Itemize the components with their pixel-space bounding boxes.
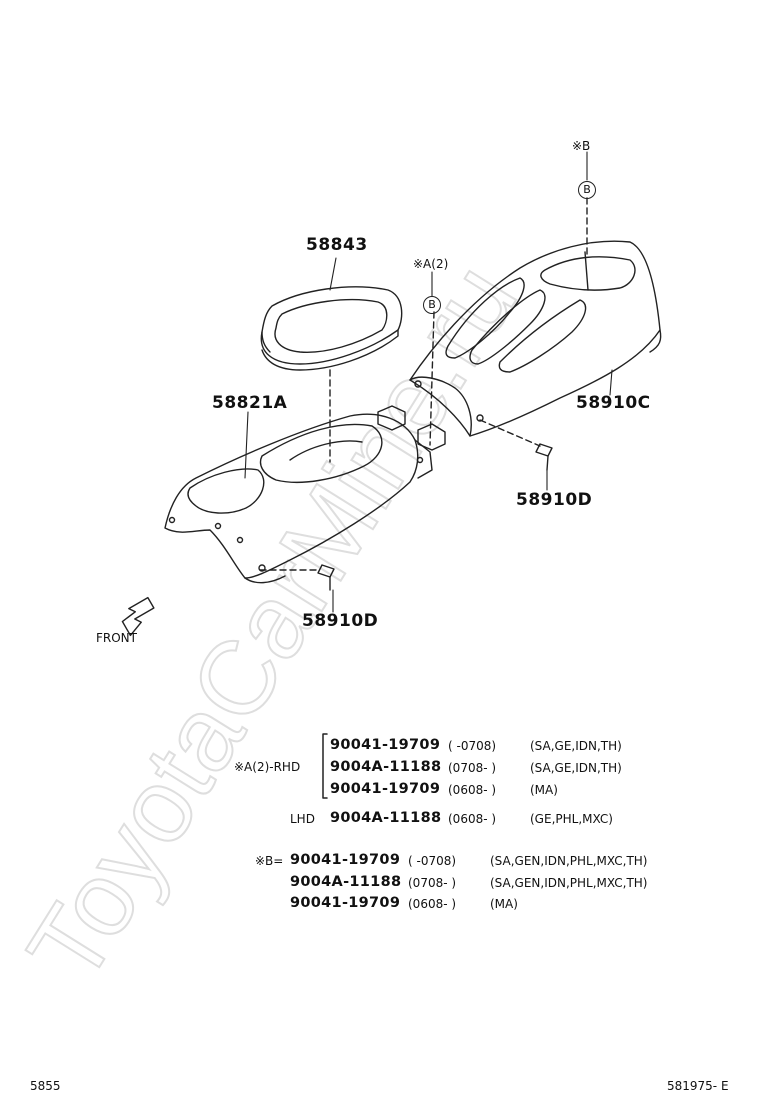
footer-right-code: 581975- E bbox=[667, 1079, 729, 1093]
row-a1-markets: (SA,GE,IDN,TH) bbox=[530, 739, 622, 753]
lhd-label: LHD bbox=[290, 812, 315, 826]
circle-b-middle: B bbox=[423, 296, 441, 314]
row-a2-markets: (SA,GE,IDN,TH) bbox=[530, 761, 622, 775]
screw-right bbox=[535, 443, 553, 471]
leader-lines bbox=[244, 151, 613, 613]
row-b2-range: (0708- ) bbox=[408, 876, 457, 890]
row-a2-code: 9004A-11188 bbox=[330, 759, 442, 775]
bezel-part-58843 bbox=[260, 286, 403, 371]
screw-left bbox=[317, 564, 335, 591]
lower-panel-part-58821A bbox=[164, 405, 446, 584]
front-arrow-icon bbox=[121, 596, 155, 637]
row-b1-code: 90041-19709 bbox=[290, 852, 401, 868]
upper-box-part-58910C bbox=[409, 240, 662, 437]
row-lhd-range: (0608- ) bbox=[448, 812, 497, 826]
row-a1-range: ( -0708) bbox=[448, 739, 497, 753]
row-lhd-markets: (GE,PHL,MXC) bbox=[530, 812, 613, 826]
row-a3-markets: (MA) bbox=[530, 783, 558, 797]
callout-58843: 58843 bbox=[306, 235, 368, 255]
row-a2-range: (0708- ) bbox=[448, 761, 497, 775]
row-b1-markets: (SA,GEN,IDN,PHL,MXC,TH) bbox=[490, 854, 648, 868]
row-a1-code: 90041-19709 bbox=[330, 737, 441, 753]
row-b3-range: (0608- ) bbox=[408, 897, 457, 911]
b-label: ※B= bbox=[255, 854, 284, 868]
row-b3-code: 90041-19709 bbox=[290, 895, 401, 911]
callout-58821A: 58821A bbox=[212, 393, 288, 413]
callout-58910D-right: 58910D bbox=[516, 490, 593, 510]
note-a-label: ※A(2) bbox=[413, 257, 449, 271]
row-b3-markets: (MA) bbox=[490, 897, 518, 911]
row-b2-code: 9004A-11188 bbox=[290, 874, 402, 890]
row-b2-markets: (SA,GEN,IDN,PHL,MXC,TH) bbox=[490, 876, 648, 890]
row-lhd-code: 9004A-11188 bbox=[330, 810, 442, 826]
a-rhd-label: ※A(2)-RHD bbox=[234, 760, 301, 774]
circle-b-top: B bbox=[578, 181, 596, 199]
front-label: FRONT bbox=[96, 631, 137, 645]
row-a3-range: (0608- ) bbox=[448, 783, 497, 797]
callout-58910C: 58910C bbox=[576, 393, 651, 413]
footer-left-code: 5855 bbox=[30, 1079, 61, 1093]
dashed-guide-lines bbox=[259, 197, 588, 571]
row-b1-range: ( -0708) bbox=[408, 854, 457, 868]
row-a3-code: 90041-19709 bbox=[330, 781, 441, 797]
rhd-bracket bbox=[322, 733, 328, 799]
callout-58910D-left: 58910D bbox=[302, 611, 379, 631]
note-b-label: ※B bbox=[572, 139, 591, 153]
